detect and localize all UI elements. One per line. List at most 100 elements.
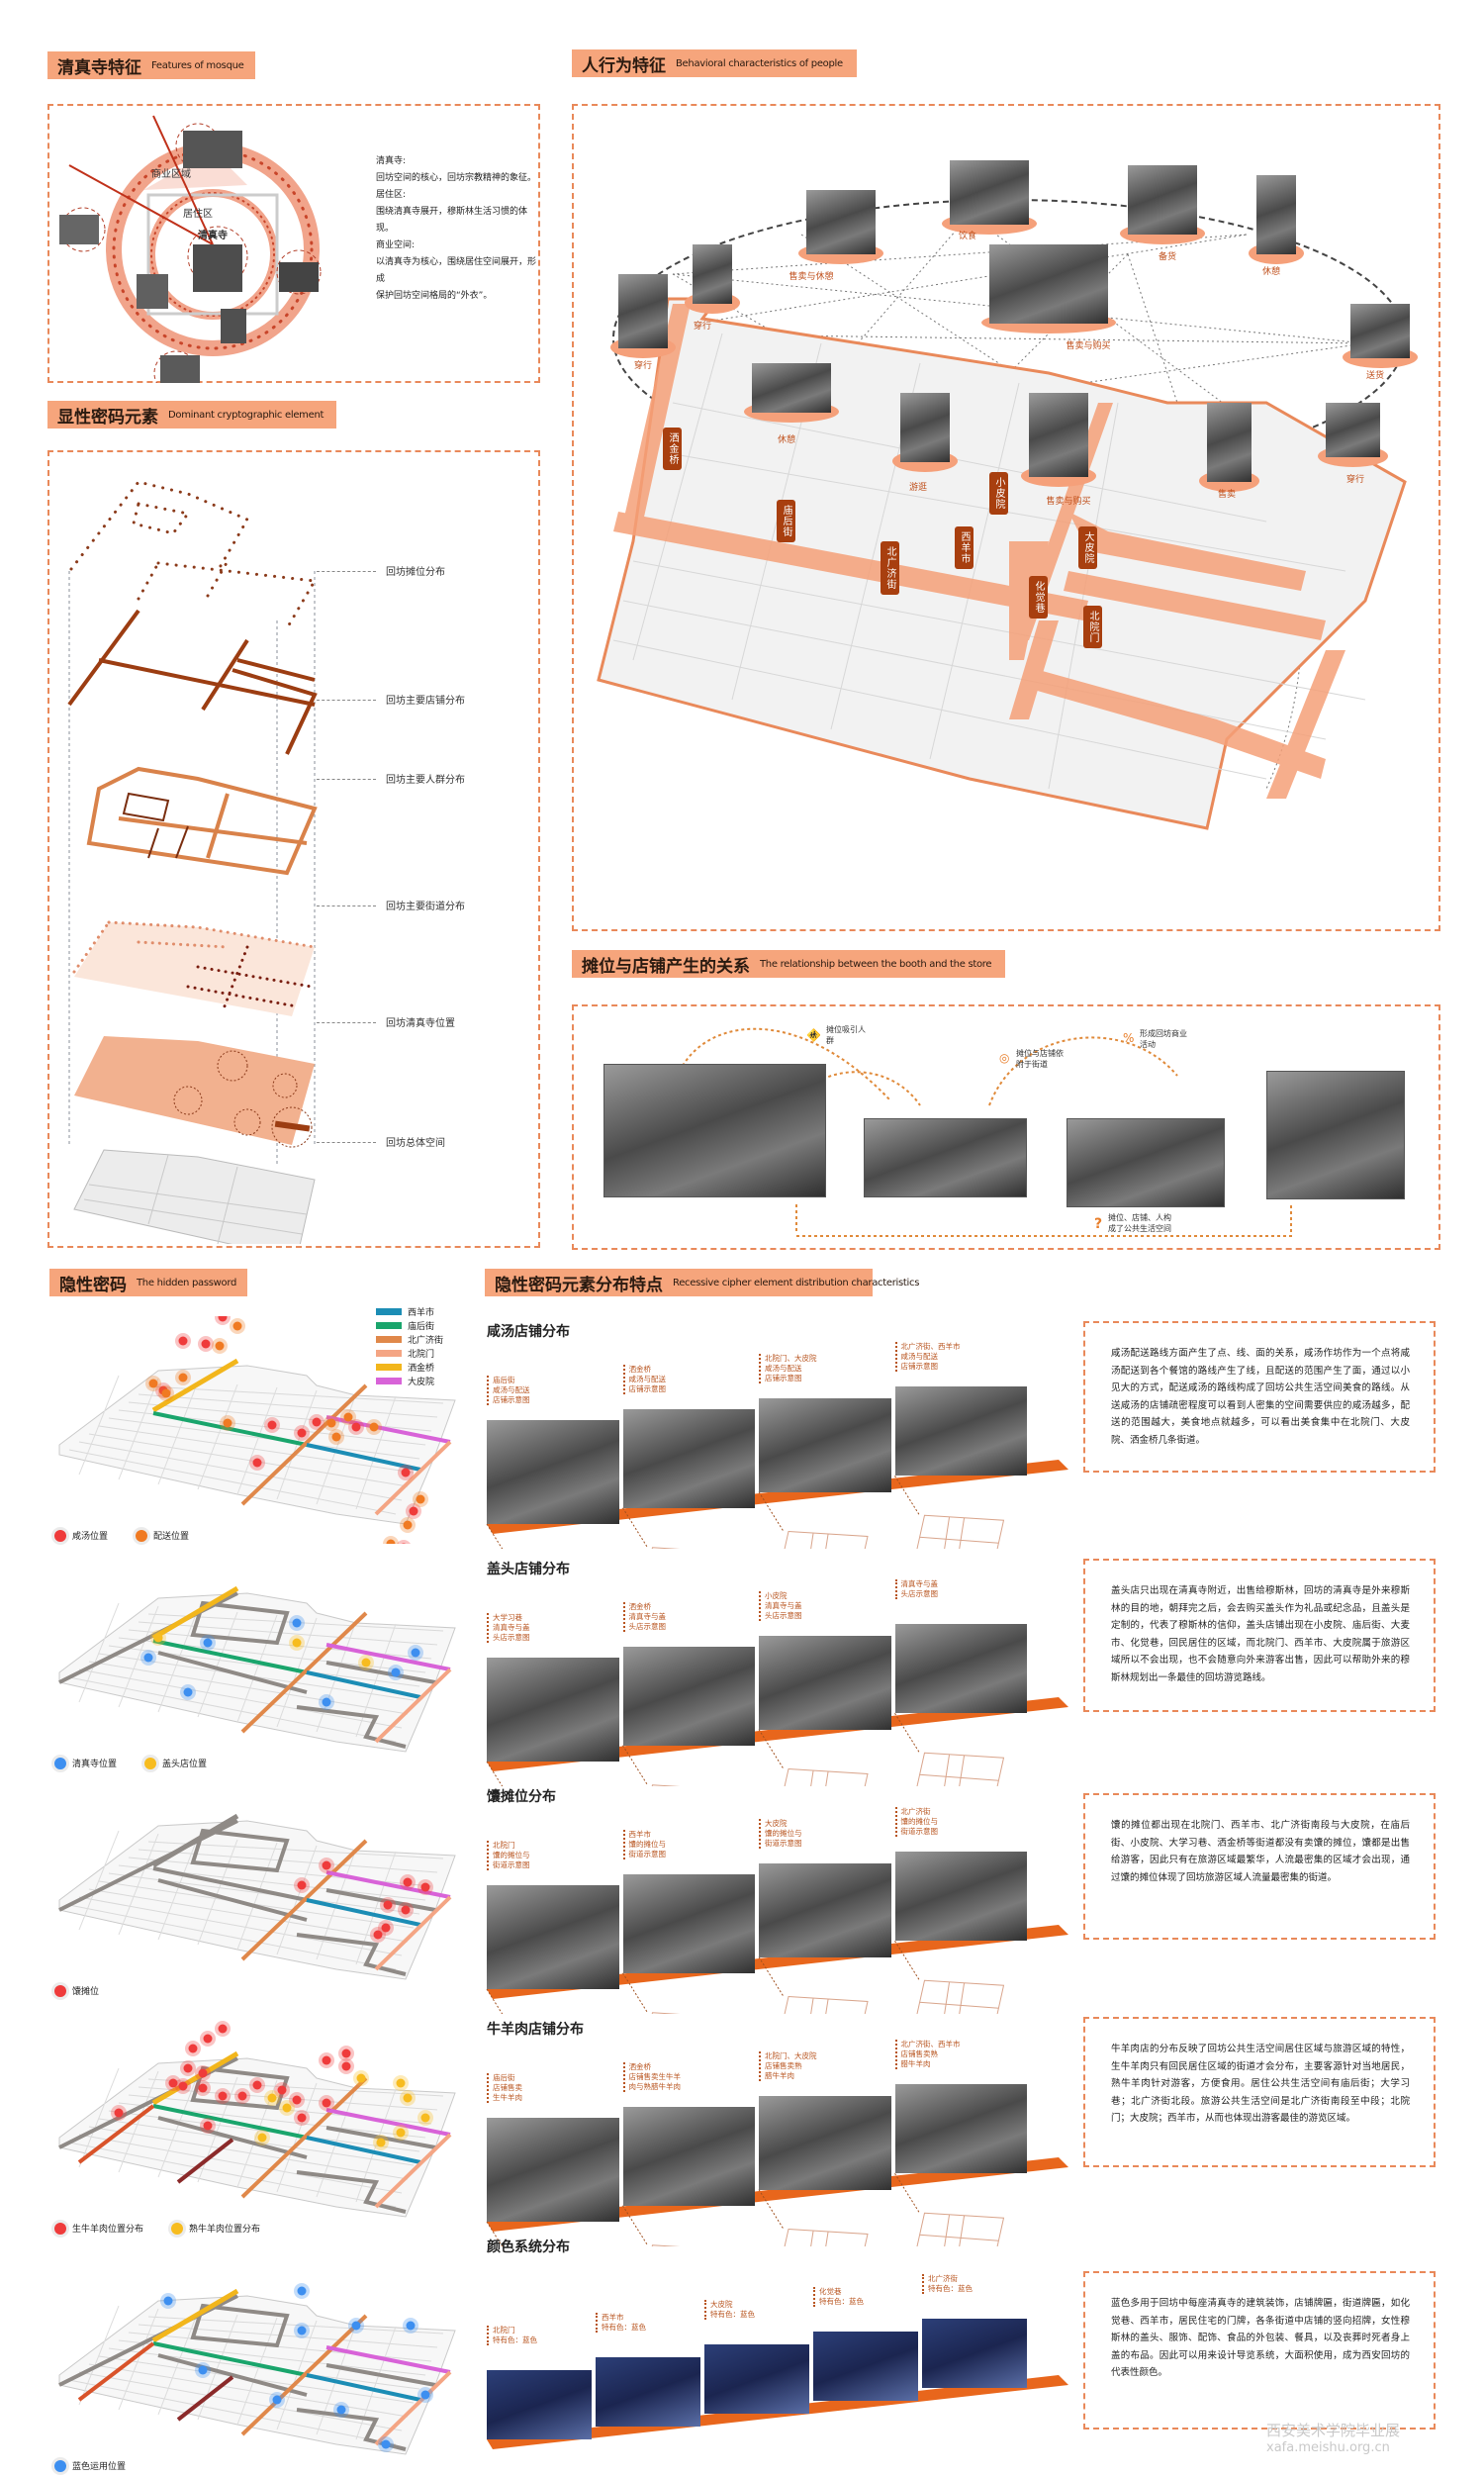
behavior-label: 送货 <box>1365 371 1385 381</box>
hidden-map <box>58 1316 456 1544</box>
map-legend-item: 配送位置 <box>136 1529 189 1542</box>
location-dot <box>420 2390 430 2400</box>
section-subtitle: Behavioral characteristics of people <box>676 57 843 69</box>
behavior-panel: 穿行售卖与休憩饮食备货休憩穿行售卖与购买送货休憩游逛售卖与购买售卖穿行 洒金桥庙… <box>572 104 1440 931</box>
location-dot <box>322 2098 331 2108</box>
behavior-label: 游逛 <box>908 483 928 493</box>
location-dot <box>416 1494 425 1504</box>
street-tag: 庙后街 <box>777 500 795 542</box>
legend-swatch <box>376 1349 402 1357</box>
layer-label: 回坊摊位分布 <box>386 567 445 578</box>
legend-dot <box>171 2222 184 2235</box>
description-box: 蓝色多用于回坊中每座清真寺的建筑装饰，店铺牌匾，街道牌匾，如化觉巷、西羊市，居民… <box>1083 2271 1436 2430</box>
orange-base-band <box>487 1697 1068 1771</box>
street-color-legend: 西羊市 庙后街 北广济街 北院门 洒金桥 大皮院 <box>376 1304 443 1387</box>
ring-label-commercial: 商业区域 <box>151 169 191 180</box>
mini-street-map <box>651 1547 681 1549</box>
booth-caption: 摊位吸引人群 <box>826 1025 866 1045</box>
blue-sign-photo <box>704 2344 809 2414</box>
description-text: 馕的摊位都出现在北院门、西羊市、北广济街南段与大皮院，在庙后街、小皮院、大学习巷… <box>1111 1820 1410 1883</box>
location-dot <box>297 1428 307 1438</box>
row-band <box>486 1460 1068 1549</box>
location-dot <box>343 1412 353 1422</box>
blue-sign-photo <box>922 2319 1027 2388</box>
row-title: 咸汤店铺分布 <box>487 1324 570 1340</box>
segment-label: 北院门特有色：蓝色 <box>487 2326 537 2345</box>
location-dot <box>391 1668 401 1677</box>
legend-label: 庙后街 <box>408 1321 435 1332</box>
street-photo <box>864 1118 1027 1197</box>
behavior-label: 穿行 <box>1345 475 1365 485</box>
behavior-label: 售卖与购买 <box>1046 497 1091 507</box>
location-dot <box>322 1697 331 1707</box>
layer-label: 回坊主要人群分布 <box>386 775 465 786</box>
section-subtitle: Dominant cryptographic element <box>168 409 325 421</box>
location-dot <box>218 2091 228 2101</box>
location-dot <box>292 1638 302 1648</box>
mosque-description: 清真寺: 回坊空间的核心，回坊宗教精神的象征。 居住区: 围绕清真寺展开，穆斯林… <box>376 153 539 305</box>
description-text: 蓝色多用于回坊中每座清真寺的建筑装饰，店铺牌匾，街道牌匾，如化觉巷、西羊市，居民… <box>1111 2298 1410 2378</box>
row-band <box>486 1925 1068 2014</box>
behavior-photo <box>950 160 1029 225</box>
legend-label: 熟牛羊肉位置分布 <box>189 2225 261 2235</box>
map-legend: 咸汤位置配送位置 <box>54 1529 189 1542</box>
location-dot <box>401 1905 411 1915</box>
segment-label-line: 头店示意图 <box>493 1633 530 1642</box>
street-tag: 大皮院 <box>1078 526 1097 569</box>
behavior-label: 穿行 <box>693 322 712 332</box>
legend-swatch <box>376 1377 402 1384</box>
segment-label-line: 清真寺与盖 <box>900 1579 939 1589</box>
ring-label-mosque: 清真寺 <box>198 231 228 241</box>
segment-label-line: 馕的摊位与 <box>900 1817 939 1827</box>
street-tag: 西羊市 <box>955 526 974 569</box>
location-dot <box>215 1341 225 1351</box>
segment-label-line: 咸汤与配送 <box>493 1385 530 1394</box>
legend-label: 生牛羊肉位置分布 <box>72 2225 144 2235</box>
location-dot <box>292 2095 302 2105</box>
mini-street-map <box>916 2212 1005 2246</box>
segment-label-line: 街道示意图 <box>900 1827 939 1837</box>
description-box: 咸汤配送路线方面产生了点、线、面的关系，咸汤作坊作为一个点将咸汤配送到各个餐馆的… <box>1083 1321 1436 1473</box>
segment-label: 北广济街馕的摊位与街道示意图 <box>894 1807 939 1838</box>
street-photo <box>603 1064 826 1197</box>
location-dot <box>183 1687 193 1697</box>
segment-label-line: 特有色：蓝色 <box>710 2310 755 2319</box>
segment-label-line: 咸汤与配送 <box>900 1352 939 1362</box>
legend-item: 洒金桥 <box>376 1360 443 1374</box>
location-dot <box>257 2133 267 2143</box>
mini-street-map <box>784 1995 869 2014</box>
shop-photo <box>1266 1071 1405 1199</box>
legend-dot <box>54 1984 66 1997</box>
layer-label: 回坊总体空间 <box>386 1138 445 1149</box>
orange-base-band <box>487 1925 1068 1999</box>
segment-label-line: 大皮院 <box>710 2300 733 2309</box>
section-title: 显性密码元素 <box>57 407 158 428</box>
location-dot <box>203 2121 213 2131</box>
map-legend-item: 馕摊位 <box>54 1984 99 1997</box>
location-dot <box>401 1468 411 1477</box>
segment-label-line: 庙后街 <box>493 2073 515 2082</box>
legend-swatch <box>376 1321 402 1329</box>
location-dot <box>237 2091 247 2101</box>
row-title: 馕摊位分布 <box>487 1789 556 1805</box>
segment-label-line: 店铺示意图 <box>765 1373 802 1382</box>
text-line: 围绕清真寺展开，穆斯林生活习惯的体现。 <box>376 207 528 234</box>
behavior-photo <box>693 244 732 304</box>
shopfront-photo <box>759 2095 891 2190</box>
location-dot <box>223 1418 232 1428</box>
text-line: 回坊空间的核心，回坊宗教精神的象征。 <box>376 173 537 183</box>
legend-label: 西羊市 <box>408 1307 435 1318</box>
segment-label-line: 清真寺与盖 <box>628 1611 667 1621</box>
mosque-ring-diagram <box>59 115 322 383</box>
segment-label-line: 特有色：蓝色 <box>602 2323 646 2332</box>
segment-label-line: 咸汤与配送 <box>628 1374 667 1383</box>
location-dot <box>322 2055 331 2065</box>
location-dot <box>148 1379 158 1388</box>
segment-label-line: 腊牛羊肉 <box>765 2070 794 2080</box>
recessive-section-header: 隐性密码元素分布特点 Recessive cipher element dist… <box>485 1269 919 1296</box>
map-legend-item: 清真寺位置 <box>54 1757 117 1769</box>
legend-label: 盖头店位置 <box>162 1760 208 1769</box>
segment-label: 洒金桥店铺售卖生牛羊肉与熟腊牛羊肉 <box>622 2061 681 2092</box>
segment-label-line: 咸汤与配送 <box>765 1363 802 1373</box>
location-dot <box>297 2286 307 2296</box>
